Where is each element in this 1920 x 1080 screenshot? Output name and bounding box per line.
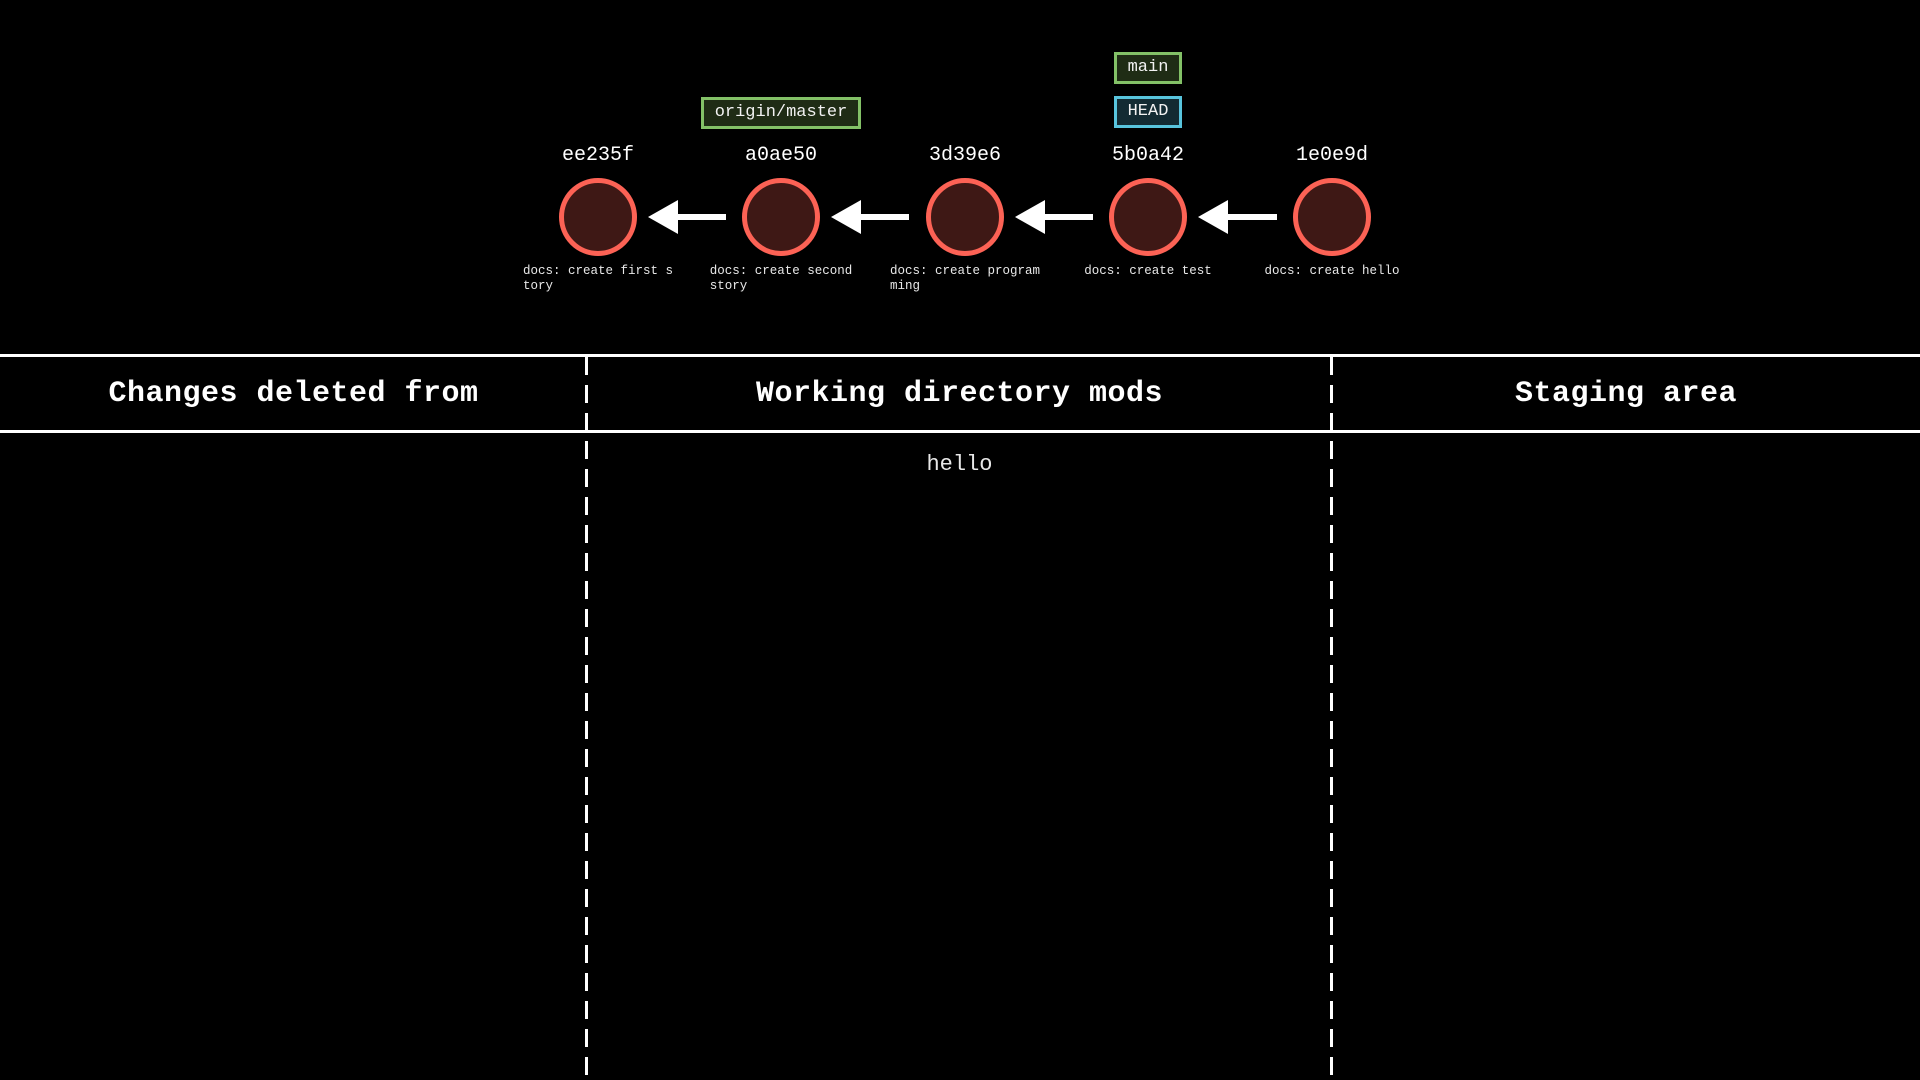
commit-message: docs: create hello: [1264, 264, 1400, 278]
commit-message: docs: create second story: [709, 264, 853, 293]
head-label: HEAD: [1113, 96, 1183, 128]
commit-message: docs: create program ming: [889, 264, 1041, 293]
commit-hash: 1e0e9d: [1295, 144, 1368, 167]
commit-node: [559, 178, 637, 256]
table-column-divider: [1330, 357, 1333, 1080]
commit-node: [926, 178, 1004, 256]
commit-arrow: [1015, 200, 1093, 234]
branch-label-main: main: [1113, 52, 1183, 84]
commit-arrow: [648, 200, 726, 234]
commit-message-wrap: docs: create first s tory: [498, 264, 698, 294]
commit-node: [1293, 178, 1371, 256]
commit-message-wrap: docs: create test: [1048, 264, 1248, 279]
ref-label-wrap: main: [1018, 52, 1278, 84]
column-header-changes-deleted: Changes deleted from: [108, 376, 479, 411]
column-header-working-directory: Working directory mods: [755, 376, 1164, 411]
commit-arrow: [831, 200, 909, 234]
commit-message-wrap: docs: create second story: [681, 264, 881, 294]
column-header-staging-area: Staging area: [1514, 376, 1738, 411]
table-column-divider: [585, 357, 588, 1080]
commit-node: [742, 178, 820, 256]
commit-message-wrap: docs: create hello: [1232, 264, 1432, 279]
commit-hash: a0ae50: [744, 144, 817, 167]
commit-node: [1109, 178, 1187, 256]
commit-arrow: [1198, 200, 1277, 234]
table-top-line: [0, 354, 1920, 357]
ref-label-wrap: HEAD: [1018, 96, 1278, 128]
commit-hash: ee235f: [561, 144, 634, 167]
commit-message: docs: create first s tory: [522, 264, 674, 293]
ref-label-wrap: origin/master: [651, 97, 911, 129]
table-header-line: [0, 430, 1920, 433]
commit-message: docs: create test: [1084, 264, 1212, 278]
commit-hash: 3d39e6: [928, 144, 1001, 167]
remote-branch-label-origin-master: origin/master: [700, 97, 862, 129]
working-directory-entry: hello: [926, 452, 993, 477]
commit-hash: 5b0a42: [1111, 144, 1184, 167]
commit-message-wrap: docs: create program ming: [865, 264, 1065, 294]
